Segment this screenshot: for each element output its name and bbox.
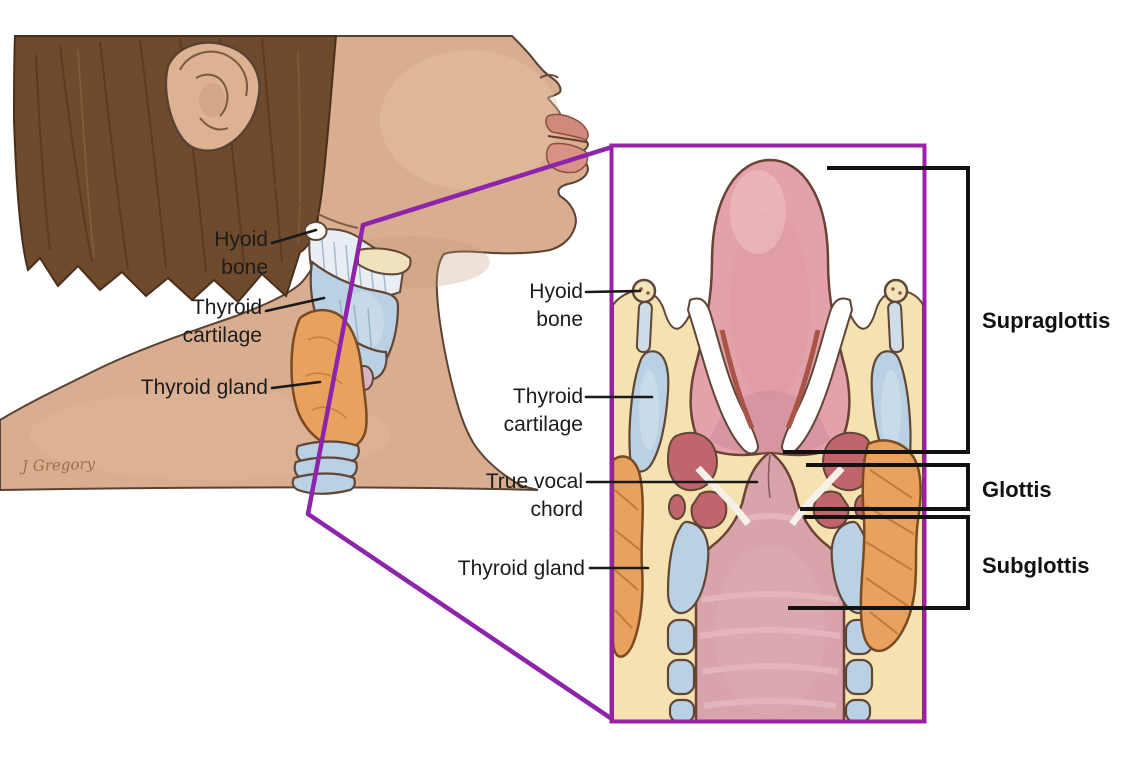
glottis-bracket	[800, 463, 970, 511]
head-neck-figure	[0, 35, 590, 495]
leader-hyoid-bone-inset	[584, 289, 642, 294]
tracheal-ridges	[699, 513, 841, 709]
label-glottis: Glottis	[982, 477, 1052, 502]
leader-hyoid-bone-main	[270, 228, 318, 245]
nostril-line	[539, 74, 559, 79]
label-thyroid-cartilage-main: Thyroid cartilage	[182, 296, 262, 347]
subglottis-bracket	[788, 515, 970, 610]
label-thyroid-cartilage-inset: Thyroid cartilage	[503, 385, 583, 436]
ventricle-slits	[695, 465, 845, 527]
fold-muscle-strips	[719, 329, 821, 429]
ear	[164, 41, 261, 152]
supraglottis-bracket	[783, 166, 970, 454]
label-thyroid-gland-main: Thyroid gland	[140, 376, 268, 399]
zoom-line-top	[360, 144, 615, 228]
ear-antihelix	[195, 73, 229, 117]
zoom-line-bottom	[305, 511, 615, 722]
cheek-highlight	[380, 50, 560, 190]
inset-artwork	[613, 158, 923, 720]
label-subglottis: Subglottis	[982, 553, 1090, 578]
inset-box	[609, 143, 927, 724]
cream-band	[357, 247, 412, 276]
thyroid-gland-sections	[613, 439, 922, 658]
label-true-vocal-chord: True vocal chord	[485, 470, 583, 521]
label-hyoid-bone-inset: Hyoid bone	[529, 280, 583, 331]
gland-hatching-left	[614, 489, 641, 629]
gland-hatching-right	[865, 469, 915, 635]
zoom-wedge	[305, 144, 615, 722]
label-hyoid-bone-main: Hyoid bone	[214, 228, 268, 279]
leader-thyroid-cartilage-main	[264, 296, 326, 313]
label-thyroid-gland-inset: Thyroid gland	[457, 557, 585, 580]
label-supraglottis: Supraglottis	[982, 308, 1111, 333]
face-neck-chest	[0, 35, 590, 492]
neck-larynx	[290, 221, 412, 495]
leader-thyroid-gland-main	[270, 380, 322, 390]
ear-lobe-line	[199, 117, 229, 131]
thyroid-cartilage-sections	[628, 350, 912, 473]
ear-helix	[179, 50, 248, 97]
region-brackets	[783, 166, 970, 610]
artist-signature: J Gregory	[21, 454, 96, 476]
zoom-line-apex	[305, 222, 366, 517]
jaw-contour	[235, 149, 359, 229]
aryepiglottic-folds	[686, 297, 854, 455]
hyoid-bone-sections	[631, 278, 909, 354]
trachea-rings	[291, 440, 360, 495]
leader-lines	[264, 228, 759, 570]
cricoid-and-rings	[666, 520, 874, 720]
